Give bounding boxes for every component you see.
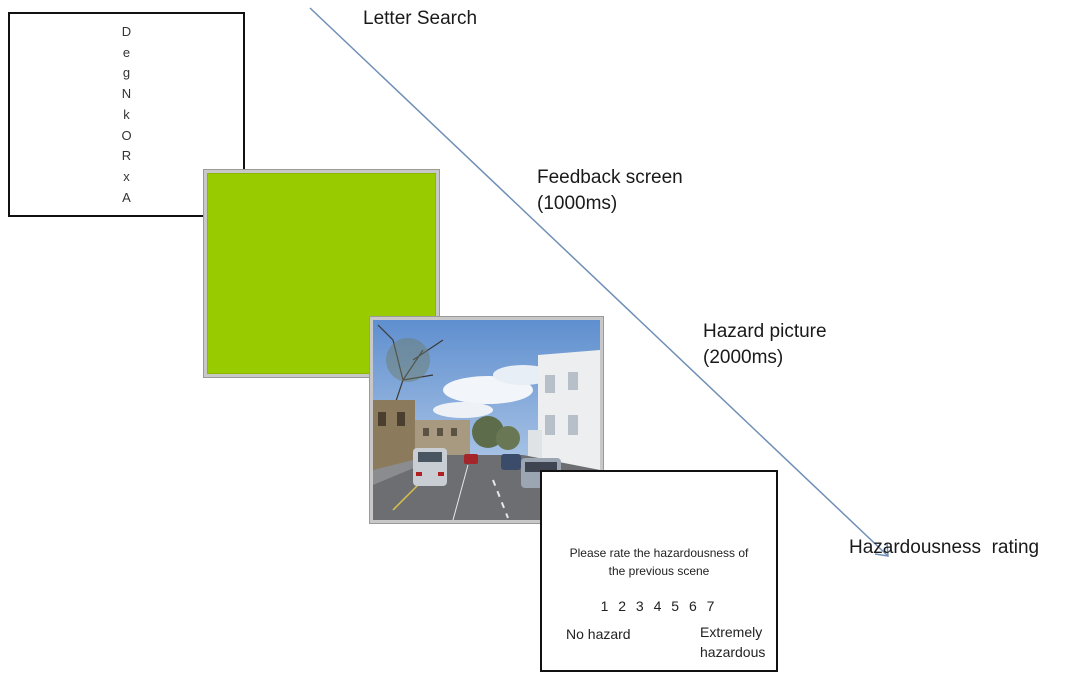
search-letter: R <box>121 148 132 164</box>
label-hazardousness-rating: Hazardousness rating <box>849 537 1040 558</box>
search-letter: N <box>121 86 132 102</box>
search-letter: x <box>123 168 130 184</box>
search-letter: O <box>121 127 132 143</box>
high-anchor-label: Extremely hazardous <box>700 624 766 660</box>
hazard-picture-screen <box>369 316 604 524</box>
low-anchor-label: No hazard <box>566 626 631 642</box>
search-letter: k <box>123 106 130 122</box>
street-scene-image <box>373 320 600 520</box>
search-letter: g <box>122 65 131 81</box>
search-letter: e <box>122 44 131 60</box>
label-feedback-screen: Feedback screen (1000ms) <box>537 167 683 214</box>
rating-prompt: Please rate the hazardousness of the pre… <box>569 546 749 578</box>
search-letter: A <box>122 189 131 205</box>
search-letter: D <box>121 24 132 39</box>
rating-scale: 1 2 3 4 5 6 7 <box>600 598 718 614</box>
hazardousness-rating-screen: Please rate the hazardousness of the pre… <box>540 470 778 672</box>
label-letter-search: Letter Search <box>363 8 478 29</box>
label-hazard-picture: Hazard picture (2000ms) <box>703 321 827 368</box>
